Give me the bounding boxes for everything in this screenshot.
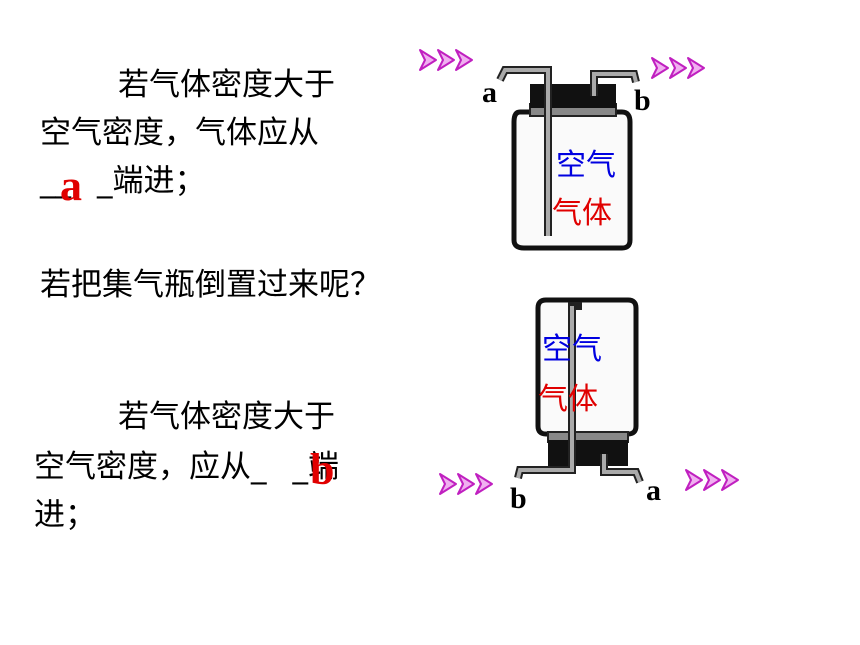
bottom-air-label: 空气 [542, 332, 602, 367]
bottom-port-b-label: b [510, 482, 527, 515]
blank-suffix: _端进； [97, 163, 206, 199]
upright-bottle [496, 66, 640, 251]
inverted-bottle [514, 297, 644, 484]
block1-line2: 空气密度，气体应从 [40, 115, 319, 151]
top-port-b-label: b [634, 84, 651, 117]
answer-b: b [310, 445, 335, 494]
block2-line3: 进； [34, 497, 96, 533]
top-gas-label: 气体 [552, 196, 612, 231]
block2-line2-prefix: 空气密度，应从 [34, 449, 251, 485]
answer-a: a [60, 161, 82, 210]
bottom-gas-label: 气体 [538, 382, 598, 417]
bottom-port-a-label: a [646, 474, 661, 507]
arrow-out-top [651, 57, 705, 79]
block1-line3: __ _端进； [40, 162, 206, 200]
block2-line1: 若气体密度大于 [118, 399, 335, 435]
blank-prefix: __ [40, 163, 71, 199]
block1-line1: 若气体密度大于 [118, 67, 335, 103]
blank-prefix: _ [251, 449, 267, 485]
arrow-in-bottom [439, 473, 493, 495]
top-port-a-label: a [482, 76, 497, 109]
top-air-label: 空气 [556, 148, 616, 183]
arrow-out-bottom [685, 469, 739, 491]
block2-line2: 空气密度，应从_ _端 [34, 448, 339, 486]
blank-suffix: _端 [292, 449, 340, 485]
question-text: 若把集气瓶倒置过来呢？ [40, 267, 381, 303]
arrow-in-top [419, 49, 473, 71]
